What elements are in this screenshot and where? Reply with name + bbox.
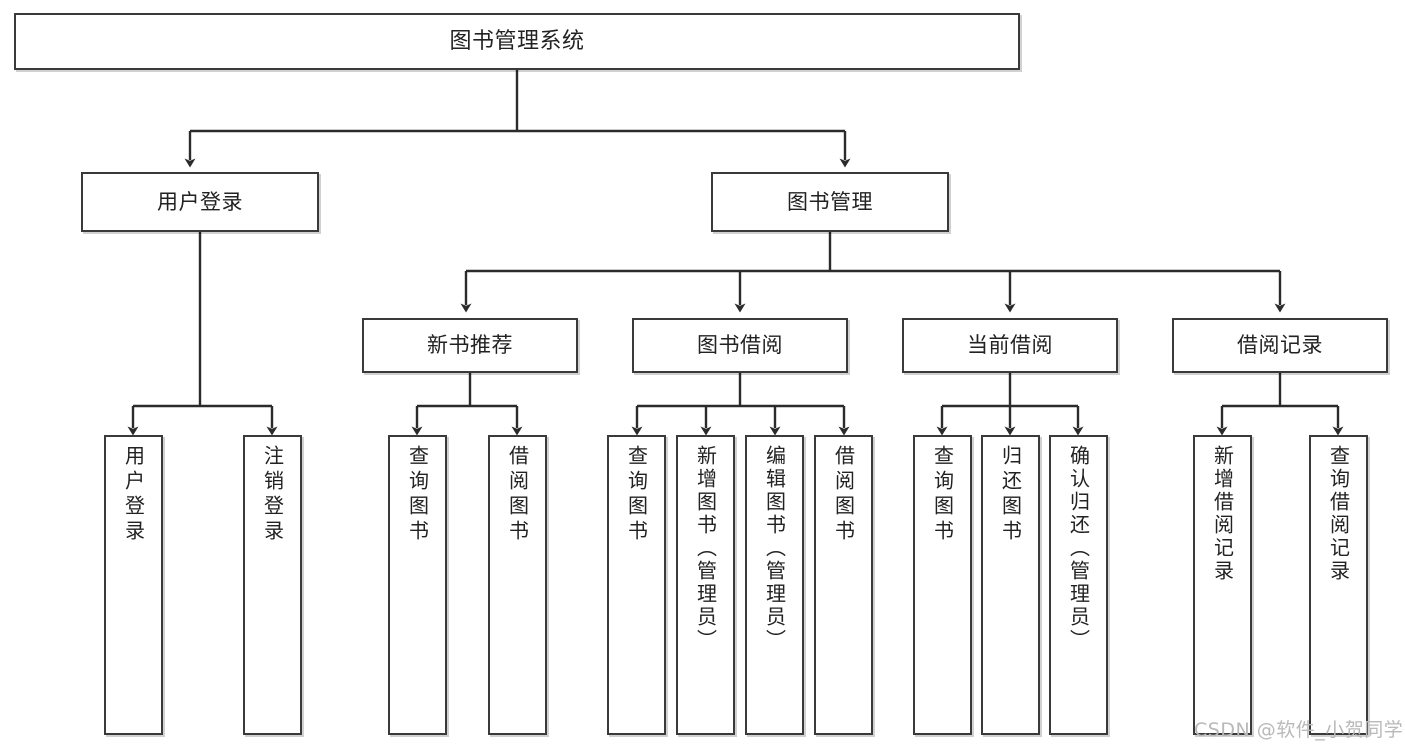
node-borrow-record[interactable]: 借阅记录: [1172, 318, 1388, 373]
leaf-return-book[interactable]: 归还图书: [981, 435, 1040, 735]
node-label: 当前借阅: [967, 333, 1053, 358]
leaf-add-book-admin[interactable]: 新增图书（管理员）: [676, 435, 735, 735]
node-root-book-management-system[interactable]: 图书管理系统: [14, 13, 1020, 70]
leaf-query-book-current[interactable]: 查询图书: [913, 435, 972, 735]
watermark-text: CSDN @软件_小贺同学: [1194, 719, 1404, 741]
node-label: 查询图书: [624, 445, 649, 545]
leaf-user-login[interactable]: 用户登录: [104, 435, 163, 735]
leaf-query-book-recommend[interactable]: 查询图书: [388, 435, 447, 735]
node-label: 图书借阅: [697, 333, 783, 358]
node-label: 确认归还（管理员）: [1066, 445, 1091, 652]
leaf-query-book-borrow[interactable]: 查询图书: [607, 435, 666, 735]
node-label: 图书管理: [787, 189, 873, 214]
node-current-borrow[interactable]: 当前借阅: [902, 318, 1118, 373]
node-label: 注销登录: [260, 445, 285, 545]
node-user-login[interactable]: 用户登录: [81, 172, 319, 232]
leaf-edit-book-admin[interactable]: 编辑图书（管理员）: [745, 435, 804, 735]
leaf-confirm-return-admin[interactable]: 确认归还（管理员）: [1049, 435, 1108, 735]
node-label: 新增图书（管理员）: [693, 445, 718, 652]
node-label: 新增借阅记录: [1210, 445, 1235, 583]
node-label: 新书推荐: [427, 333, 513, 358]
node-new-book-recommend[interactable]: 新书推荐: [362, 318, 578, 373]
node-label: 借阅记录: [1237, 333, 1323, 358]
node-label: 查询图书: [405, 445, 430, 545]
node-label: 用户登录: [157, 189, 243, 214]
node-label: 用户登录: [121, 445, 146, 545]
node-label: 查询图书: [930, 445, 955, 545]
leaf-borrow-book-recommend[interactable]: 借阅图书: [488, 435, 547, 735]
leaf-user-logout[interactable]: 注销登录: [243, 435, 302, 735]
node-label: 借阅图书: [505, 445, 530, 545]
leaf-borrow-book[interactable]: 借阅图书: [814, 435, 873, 735]
node-label: 图书管理系统: [449, 28, 585, 54]
leaf-add-borrow-record[interactable]: 新增借阅记录: [1193, 435, 1252, 735]
node-label: 归还图书: [998, 445, 1023, 545]
node-label: 借阅图书: [831, 445, 856, 545]
node-label: 编辑图书（管理员）: [762, 445, 787, 652]
leaf-query-borrow-record[interactable]: 查询借阅记录: [1309, 435, 1368, 735]
node-label: 查询借阅记录: [1326, 445, 1351, 583]
node-book-management[interactable]: 图书管理: [711, 172, 949, 232]
node-book-borrow[interactable]: 图书借阅: [632, 318, 848, 373]
